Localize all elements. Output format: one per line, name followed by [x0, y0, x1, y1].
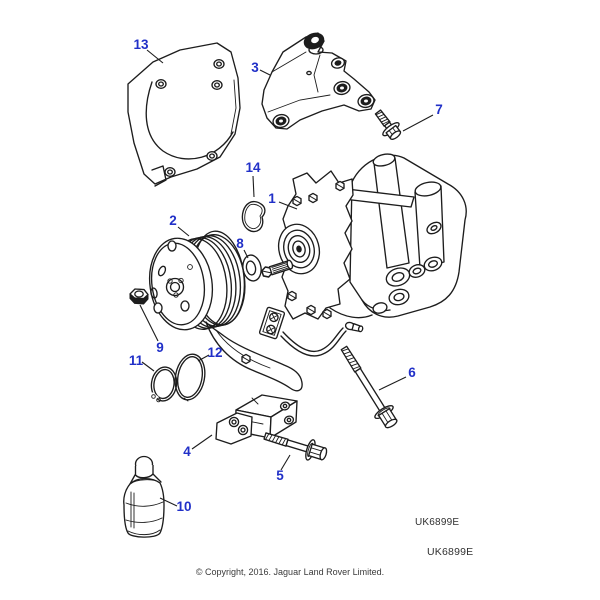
compressor-ports	[385, 221, 443, 287]
part-3-bracket	[261, 32, 376, 130]
part-7-bolt	[374, 109, 402, 141]
harness-cable	[280, 321, 364, 357]
part-5-bolt	[263, 432, 328, 461]
callout-7[interactable]: 7	[435, 102, 443, 117]
pulley-mounting-arm	[205, 321, 303, 392]
part-1-compressor	[260, 153, 467, 320]
callout-4[interactable]: 4	[183, 444, 191, 459]
pulley-face	[150, 240, 193, 314]
callout-1[interactable]: 1	[268, 191, 276, 206]
callout-leader-3	[259, 69, 271, 76]
callout-leader-9	[139, 304, 159, 342]
callout-leader-11	[141, 361, 155, 372]
callout-leader-13	[146, 49, 164, 64]
part-14-seal	[241, 200, 266, 233]
part-6-bolt	[340, 345, 398, 429]
diagram-code-secondary: UK6899E	[427, 546, 474, 558]
callout-leader-1	[278, 201, 298, 210]
part-2-clutch-pulley	[148, 230, 364, 392]
callout-8[interactable]: 8	[236, 236, 244, 251]
callout-leader-14	[252, 175, 255, 198]
callout-9[interactable]: 9	[156, 340, 164, 355]
part-13-backing-plate	[127, 42, 241, 187]
part-11-snap-ring	[148, 366, 178, 403]
part-12-o-ring	[174, 353, 206, 402]
callout-6[interactable]: 6	[408, 365, 416, 380]
callout-10[interactable]: 10	[176, 499, 191, 514]
compressor-shaft-spline	[260, 259, 294, 280]
callout-leader-2	[177, 226, 190, 237]
callout-leader-12	[197, 354, 210, 362]
callout-leader-10	[159, 497, 178, 507]
callout-13[interactable]: 13	[133, 37, 149, 52]
callout-11[interactable]: 11	[129, 353, 144, 368]
callout-14[interactable]: 14	[245, 160, 261, 175]
harness-connector	[258, 306, 286, 340]
callout-2[interactable]: 2	[169, 213, 177, 228]
callout-leader-7	[402, 114, 434, 132]
callout-5[interactable]: 5	[276, 468, 284, 483]
copyright-text: © Copyright, 2016. Jaguar Land Rover Lim…	[195, 567, 385, 577]
part-9-nut	[129, 288, 149, 305]
callout-leader-5	[280, 454, 291, 471]
callout-leader-6	[378, 376, 407, 391]
callout-12[interactable]: 12	[207, 345, 222, 360]
part-10-oil-bottle	[123, 455, 165, 538]
callout-3[interactable]: 3	[251, 60, 259, 75]
part-4-manifold-block	[215, 394, 298, 445]
callout-leader-8	[243, 249, 249, 259]
diagram-code: UK6899E	[415, 517, 460, 528]
callout-leader-4	[191, 434, 213, 450]
